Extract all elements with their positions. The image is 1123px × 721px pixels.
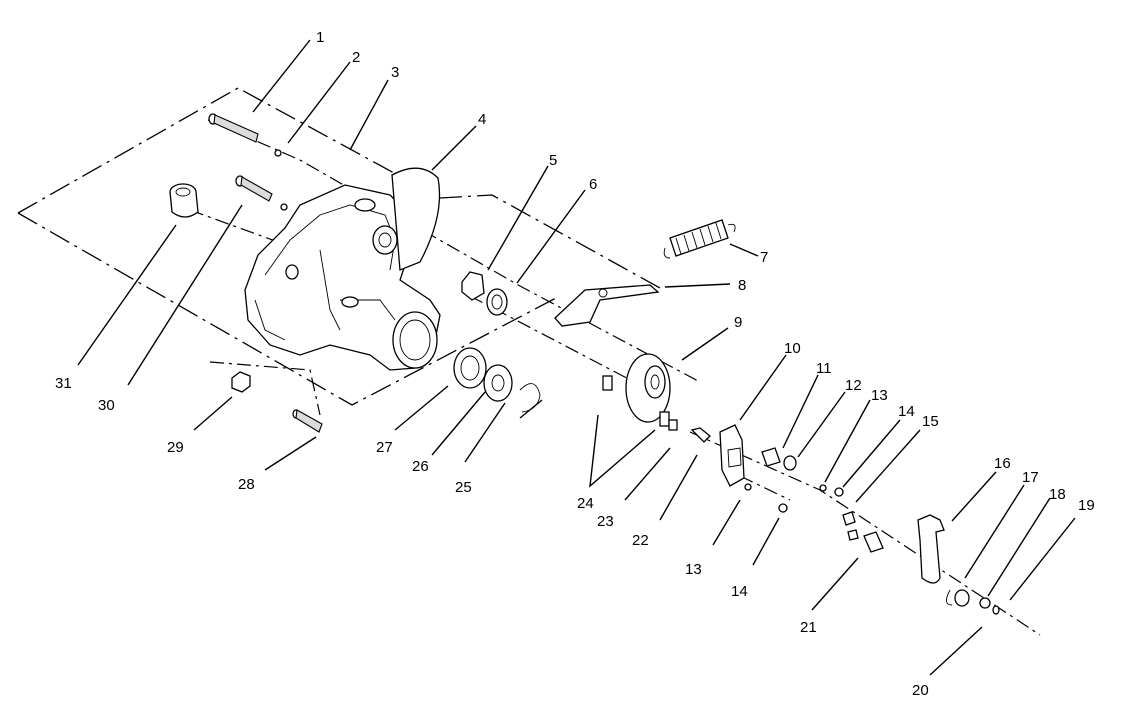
callout-21: 21: [800, 619, 817, 636]
callout-19: 19: [1078, 497, 1095, 514]
disc: [625, 353, 671, 423]
callout-4: 4: [478, 111, 486, 128]
callout-14-upper: 14: [898, 403, 915, 420]
bushing: [169, 183, 199, 218]
nut: [231, 371, 251, 393]
callout-13-upper: 13: [871, 387, 888, 404]
bearing-small: [461, 271, 508, 316]
callout-28: 28: [238, 476, 255, 493]
end-parts: [946, 589, 1000, 615]
callout-1: 1: [316, 29, 324, 46]
callout-3: 3: [391, 64, 399, 81]
coil-spring: [863, 531, 884, 553]
bolt: [690, 427, 711, 443]
screw-lower: [292, 409, 323, 433]
arm: [917, 514, 945, 584]
callout-10: 10: [784, 340, 801, 357]
callout-26: 26: [412, 458, 429, 475]
callout-31: 31: [55, 375, 72, 392]
callout-25: 25: [455, 479, 472, 496]
bracket-plate: [554, 284, 660, 327]
gear-housing: [244, 184, 441, 371]
callout-5: 5: [549, 152, 557, 169]
callout-8: 8: [738, 277, 746, 294]
callout-29: 29: [167, 439, 184, 456]
pin: [668, 419, 678, 431]
key-lower: [659, 411, 670, 427]
key-upper: [602, 375, 613, 391]
callout-24: 24: [577, 495, 594, 512]
callout-16: 16: [994, 455, 1011, 472]
gasket: [391, 167, 441, 271]
callout-9: 9: [734, 314, 742, 331]
callout-11: 11: [816, 360, 832, 377]
callout-15: 15: [922, 413, 939, 430]
bearing-large: [453, 347, 541, 413]
small-parts: [744, 447, 859, 541]
callout-30: 30: [98, 397, 115, 414]
callout-17: 17: [1022, 469, 1039, 486]
screw-set-upper: [208, 113, 288, 211]
leader-lines: [77, 39, 1076, 676]
callout-6: 6: [589, 176, 597, 193]
callout-labels: 1 2 3 4 5 6 7 8 9 10 11 12 13 14 15 16 1…: [55, 29, 1095, 699]
callout-23: 23: [597, 513, 614, 530]
spring: [663, 219, 736, 259]
callout-27: 27: [376, 439, 393, 456]
callout-12: 12: [845, 377, 862, 394]
callout-7: 7: [760, 249, 768, 266]
callout-14-lower: 14: [731, 583, 748, 600]
callout-2: 2: [352, 49, 360, 66]
callout-20: 20: [912, 682, 929, 699]
phantom-lines: [17, 87, 1041, 636]
callout-18: 18: [1049, 486, 1066, 503]
callout-13-lower: 13: [685, 561, 702, 578]
callout-22: 22: [632, 532, 649, 549]
lever: [719, 424, 745, 487]
